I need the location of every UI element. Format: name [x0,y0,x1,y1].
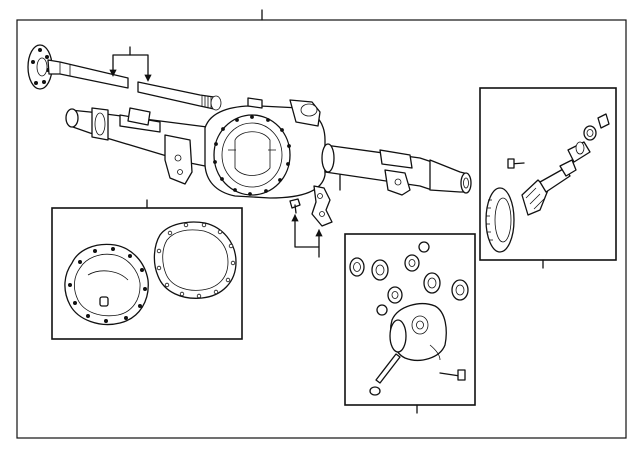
side-gear-left[interactable] [371,259,389,281]
cross-pin-bolt[interactable] [439,369,466,381]
ring-pinion-box[interactable] [479,87,617,269]
lock-washer[interactable] [369,386,381,396]
clip-bracket[interactable] [311,185,333,227]
pinion-bolt[interactable] [507,158,525,169]
axle-housing[interactable] [65,97,472,199]
pinion-gear-top[interactable] [404,254,420,272]
pinion-nut[interactable] [597,113,610,129]
pinion-washer-top[interactable] [418,241,430,253]
brake-line-clip-group[interactable] [289,185,333,258]
pinion-gear-bottom[interactable] [387,286,403,304]
gasket-bolt-holes [156,222,236,299]
axle-shaft-right[interactable] [137,81,215,110]
clip-bolt[interactable] [289,198,301,214]
cover-bolt-holes [68,246,147,323]
cover-fill-plug[interactable] [99,296,109,307]
pinion-shaft[interactable] [539,167,571,193]
cover-gasket-box[interactable] [51,199,243,340]
axle-tube-right[interactable] [324,144,433,191]
differential-case-box[interactable] [344,233,476,414]
pinion-washer-bottom[interactable] [376,304,388,316]
carrier-bolt-holes [213,115,291,196]
axle-shaft-group[interactable] [27,44,222,111]
pinion-gear[interactable] [521,179,549,216]
diagram-frame [16,19,627,439]
cross-pin[interactable] [375,353,401,384]
side-gear-right[interactable] [423,272,441,294]
